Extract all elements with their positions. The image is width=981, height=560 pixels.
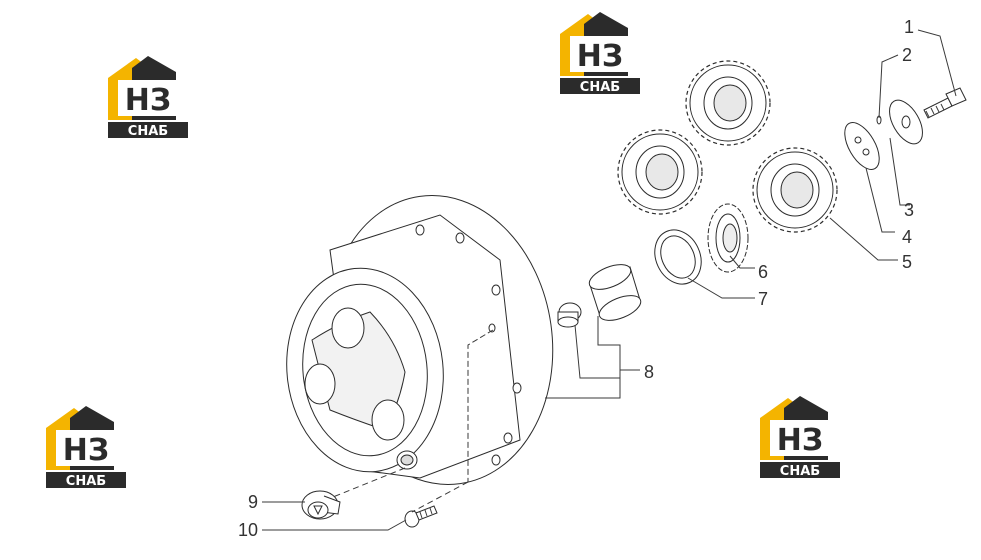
watermark-logo-bottom-left: НЗ СНАБ <box>46 406 126 489</box>
watermark-logo-top: НЗ СНАБ <box>560 12 640 95</box>
callout-numbers: 1 2 3 4 5 6 7 8 9 10 <box>238 17 914 540</box>
planet-gear-left <box>617 129 703 215</box>
watermark-logo-bottom-right: НЗ СНАБ <box>760 396 840 479</box>
callout-5: 5 <box>902 252 912 272</box>
svg-text:НЗ: НЗ <box>63 433 109 468</box>
watermark-logo-left: НЗ СНАБ <box>108 56 188 139</box>
planet-gear-top <box>685 60 771 146</box>
drain-plug-icon <box>301 490 341 520</box>
planetary-housing <box>286 195 554 485</box>
svg-text:НЗ: НЗ <box>125 83 171 118</box>
callout-3: 3 <box>904 200 914 220</box>
planet-gear-right <box>752 147 838 233</box>
planet-pin-icon <box>588 264 642 321</box>
callout-4: 4 <box>902 227 912 247</box>
assembly-line-screw <box>411 481 469 513</box>
leader-lines <box>262 29 957 531</box>
callout-6: 6 <box>758 262 768 282</box>
svg-text:НЗ: НЗ <box>577 39 623 74</box>
svg-text:СНАБ: СНАБ <box>66 474 106 489</box>
callout-2: 2 <box>902 45 912 65</box>
bolt-icon <box>923 87 967 119</box>
callout-1: 1 <box>904 17 914 37</box>
callout-7: 7 <box>758 289 768 309</box>
needle-bearing-icon <box>707 203 749 273</box>
svg-text:СНАБ: СНАБ <box>128 124 168 139</box>
svg-text:СНАБ: СНАБ <box>780 464 820 479</box>
svg-text:СНАБ: СНАБ <box>580 80 620 95</box>
washer-icon <box>889 99 923 145</box>
thrust-plate-icon <box>844 122 880 170</box>
stub-pin-icon <box>557 302 582 328</box>
assembly-line-plug <box>332 467 406 498</box>
svg-text:НЗ: НЗ <box>777 423 823 458</box>
callout-8: 8 <box>644 362 654 382</box>
screw-icon <box>404 505 438 528</box>
thrust-washer-icon <box>654 229 702 285</box>
callout-10: 10 <box>238 520 258 540</box>
callout-9: 9 <box>248 492 258 512</box>
